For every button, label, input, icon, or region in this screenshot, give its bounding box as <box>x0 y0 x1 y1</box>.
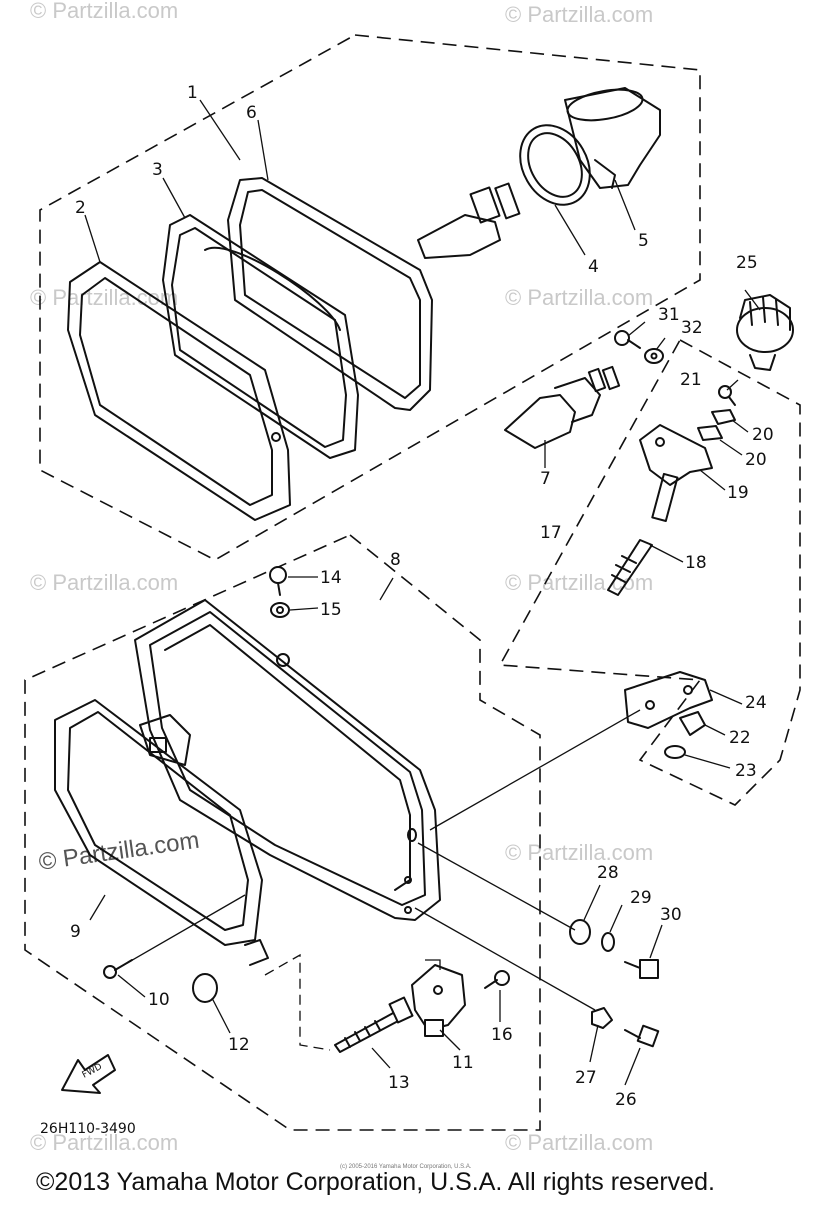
callout-21: 21 <box>680 370 702 390</box>
fwd-arrow-icon: FWD <box>61 1054 116 1094</box>
watermark: © Partzilla.com <box>30 1130 178 1155</box>
callout-16: 16 <box>491 1025 513 1045</box>
callout-9: 9 <box>70 922 81 942</box>
watermark: © Partzilla.com <box>37 827 201 876</box>
group-17-boundary <box>498 338 801 806</box>
bulb-ring <box>519 124 591 206</box>
grommet-22 <box>679 711 706 736</box>
callout-20a: 20 <box>752 425 774 445</box>
callout-7: 7 <box>540 469 551 489</box>
collar-28 <box>569 919 591 945</box>
bracket-11 <box>411 964 466 1037</box>
headlight-bulb <box>417 182 521 259</box>
gasket <box>227 177 433 411</box>
headlight-housing <box>134 599 441 921</box>
callout-23: 23 <box>735 761 757 781</box>
fine-print: (c) 2005-2016 Yamaha Motor Corporation, … <box>340 1164 472 1170</box>
nut-23 <box>664 745 686 759</box>
watermark: © Partzilla.com <box>505 285 653 310</box>
bolt-26 <box>624 1024 660 1048</box>
callout-20b: 20 <box>745 450 767 470</box>
callout-5: 5 <box>638 231 649 251</box>
callout-12: 12 <box>228 1035 250 1055</box>
diagram-code: 26H110-3490 <box>40 1121 136 1137</box>
callout-14: 14 <box>320 568 342 588</box>
callout-25: 25 <box>736 253 758 273</box>
screw-31 <box>614 330 641 349</box>
callout-32: 32 <box>681 318 703 338</box>
callout-8: 8 <box>390 550 401 570</box>
callout-30: 30 <box>660 905 682 925</box>
callout-10: 10 <box>148 990 170 1010</box>
bracket-19 <box>639 424 713 523</box>
callout-2: 2 <box>75 198 86 218</box>
callout-28: 28 <box>597 863 619 883</box>
group-8-boundary <box>24 534 541 1131</box>
washer-29 <box>601 932 615 952</box>
watermark: © Partzilla.com <box>505 1130 653 1155</box>
callout-1: 1 <box>187 83 198 103</box>
mounting-rim <box>54 699 269 966</box>
fwd-label: FWD <box>81 1062 104 1081</box>
callout-24: 24 <box>745 693 767 713</box>
watermark: © Partzilla.com <box>30 0 178 23</box>
callout-19: 19 <box>727 483 749 503</box>
watermark: © Partzilla.com <box>505 2 653 27</box>
nut-27 <box>591 1007 613 1029</box>
bracket-24 <box>624 671 713 729</box>
callout-26: 26 <box>615 1090 637 1110</box>
bolt-30 <box>624 959 659 979</box>
screw-14 <box>269 566 287 596</box>
washer-15 <box>270 602 290 618</box>
screw-21 <box>718 385 736 406</box>
callout-3: 3 <box>152 160 163 180</box>
spacer-12 <box>192 973 218 1003</box>
callout-27: 27 <box>575 1068 597 1088</box>
watermark: © Partzilla.com <box>30 570 178 595</box>
watermark: © Partzilla.com <box>505 840 653 865</box>
callout-22: 22 <box>729 728 751 748</box>
screw-16 <box>484 970 510 989</box>
callout-29: 29 <box>630 888 652 908</box>
socket-cover <box>564 87 661 189</box>
callout-17: 17 <box>540 523 562 543</box>
callout-labels: 1 2 3 4 5 6 7 8 9 10 11 12 13 14 15 16 1… <box>70 83 774 1110</box>
headlight-rim <box>67 261 291 521</box>
callout-31: 31 <box>658 305 680 325</box>
leader-lines <box>84 99 761 1086</box>
washer-32 <box>644 348 664 364</box>
callout-6: 6 <box>246 103 257 123</box>
group-1-boundary <box>39 34 701 561</box>
callout-13: 13 <box>388 1073 410 1093</box>
copyright-line: ©2013 Yamaha Motor Corporation, U.S.A. A… <box>36 1168 715 1196</box>
bolt-13 <box>334 996 414 1053</box>
callout-18: 18 <box>685 553 707 573</box>
callout-15: 15 <box>320 600 342 620</box>
position-bulb <box>504 365 621 449</box>
adjuster-knob <box>736 294 794 371</box>
adjusting-screw-18 <box>607 539 653 596</box>
callout-4: 4 <box>588 257 599 277</box>
nut-20 <box>697 409 736 441</box>
watermark: © Partzilla.com <box>505 570 653 595</box>
callout-11: 11 <box>452 1053 474 1073</box>
